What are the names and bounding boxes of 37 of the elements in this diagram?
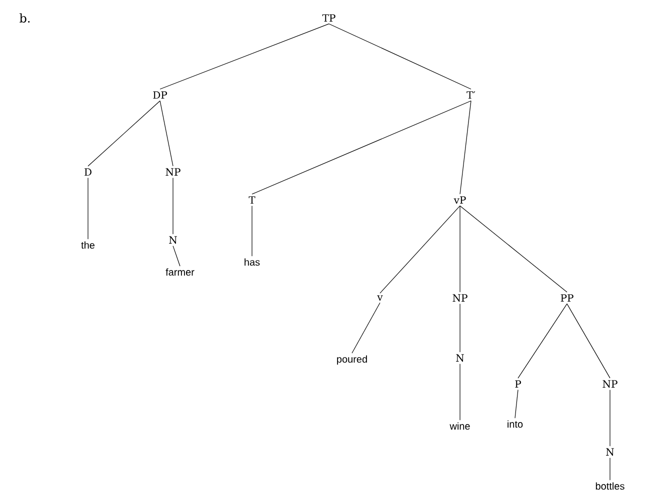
tree-branch	[252, 100, 472, 194]
category-label: DP	[153, 91, 168, 99]
example-letter: b.	[20, 13, 30, 23]
category-label: T′	[466, 91, 476, 99]
category-label: T	[248, 196, 256, 204]
tree-branch	[172, 178, 174, 234]
tree-branch	[160, 24, 330, 90]
tree-branch	[352, 302, 380, 354]
category-label: TP	[322, 14, 336, 22]
category-label: NP	[602, 380, 618, 388]
category-label: NP	[452, 294, 468, 302]
word-label: bottles	[596, 482, 624, 490]
category-label: N	[606, 448, 614, 456]
word-label: farmer	[166, 268, 194, 276]
tree-branch	[160, 100, 174, 166]
category-label: D	[84, 168, 92, 176]
category-label: PP	[560, 294, 574, 302]
tree-branch	[566, 304, 610, 378]
category-label: N	[456, 354, 464, 362]
tree-branch	[172, 246, 180, 266]
tree-branch	[328, 24, 472, 90]
tree-branch	[380, 206, 460, 294]
category-label: vP	[454, 196, 466, 204]
tree-branch	[88, 100, 160, 166]
word-label: poured	[337, 355, 367, 365]
word-label: the	[81, 241, 94, 249]
tree-branch	[460, 206, 568, 292]
tree-branch	[518, 304, 568, 378]
tree-branch	[460, 100, 472, 194]
category-label: NP	[166, 168, 180, 176]
category-label: v	[377, 295, 383, 301]
word-label: has	[244, 258, 260, 266]
category-label: N	[169, 236, 177, 244]
word-label: wine	[450, 422, 470, 430]
word-label: into	[508, 420, 523, 428]
tree-branch	[514, 390, 518, 418]
category-label: P	[515, 380, 522, 388]
